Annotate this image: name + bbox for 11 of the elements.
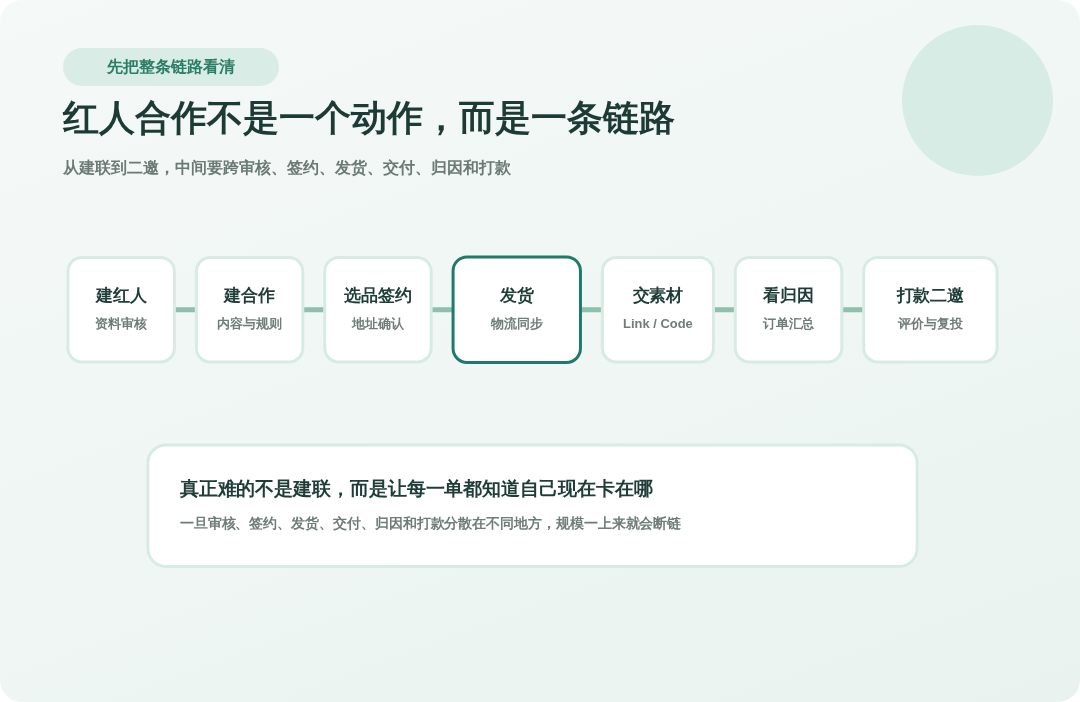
node-box: 看归因 订单汇总 <box>733 255 844 364</box>
node-box: 发货 物流同步 <box>451 255 582 364</box>
section-tag: 先把整条链路看清 <box>63 48 279 86</box>
node-box: 建合作 内容与规则 <box>194 255 305 364</box>
subtitle: 从建联到二邀，中间要跨审核、签约、发货、交付、归因和打款 <box>63 158 511 179</box>
page-title: 红人合作不是一个动作，而是一条链路 <box>63 96 675 140</box>
node-box: 选品签约 地址确认 <box>323 255 433 364</box>
node-box: 建红人 资料审核 <box>66 255 176 364</box>
node-box: 交素材 Link / Code <box>600 255 715 364</box>
node-box: 真正难的不是建联，而是让每一单都知道自己现在卡在哪 一旦审核、签约、发货、交付、归因和打款分散在不同地方，规模一上来就会断链 <box>146 443 919 568</box>
node-box: 打款二邀 评价与复投 <box>862 255 999 364</box>
